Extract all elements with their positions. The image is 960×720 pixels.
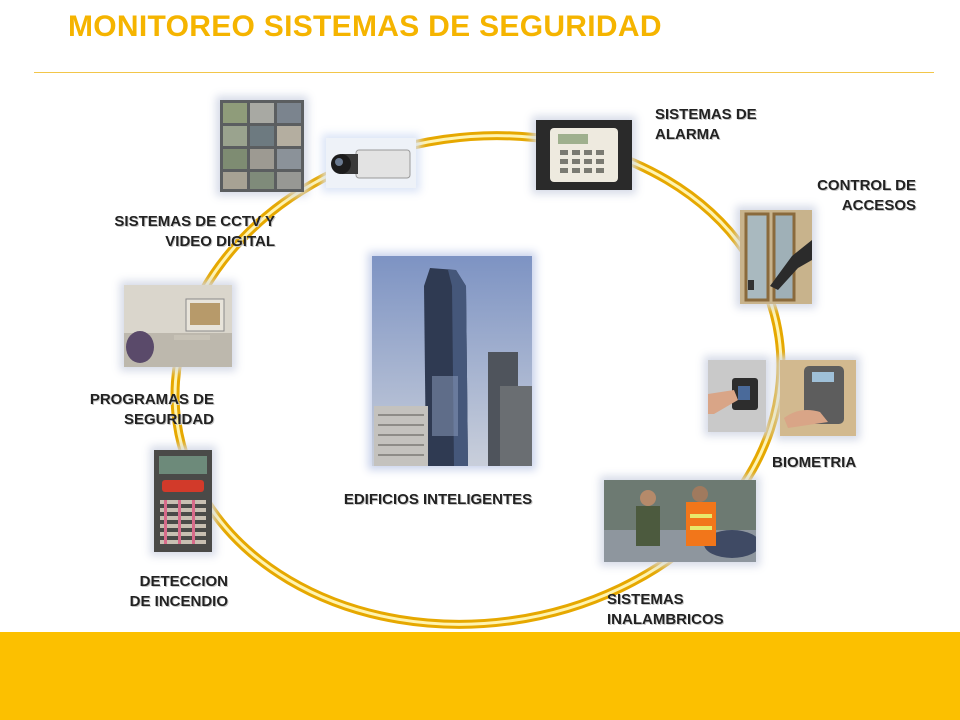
cctv-monitor-photo <box>220 100 304 192</box>
hand-scanner-photo <box>780 360 856 436</box>
fire-panel-photo <box>154 450 212 552</box>
page-title: MONITOREO SISTEMAS DE SEGURIDAD <box>68 10 662 43</box>
security-camera-icon <box>326 138 416 188</box>
skyscraper-photo <box>372 256 532 466</box>
title-divider <box>34 72 934 73</box>
office-workstation-photo <box>124 285 232 367</box>
center-label: EDIFICIOS INTELIGENTES <box>343 491 533 508</box>
biometric-label: BIOMETRIA <box>772 454 857 471</box>
fingerprint-reader-photo <box>708 360 766 432</box>
security-guards-photo <box>604 480 756 562</box>
alarm-keypad-icon <box>536 120 632 190</box>
footer-band <box>0 632 960 720</box>
door-access-photo <box>740 210 812 304</box>
